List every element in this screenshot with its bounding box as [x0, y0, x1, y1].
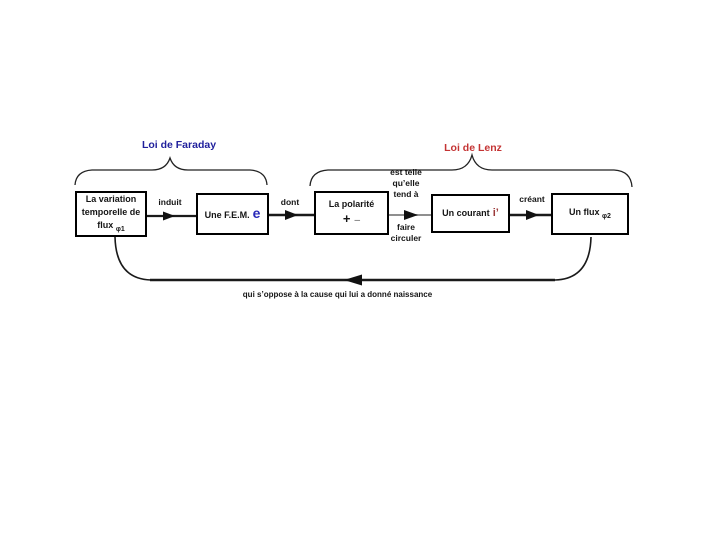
phi1-subscript: φ1 — [115, 225, 125, 233]
edge-label-circuler: circuler — [390, 233, 422, 243]
edge-label-est-telle: est telle — [390, 167, 422, 177]
box-polarite-signs: +– — [343, 211, 360, 228]
lenz-law-title: Loi de Lenz — [444, 142, 502, 154]
edge-label-dont: dont — [280, 197, 300, 207]
box-flux: Un flux φ2 — [551, 193, 629, 235]
arrowhead-creant — [526, 210, 539, 220]
edge-label-creant: créant — [519, 194, 545, 204]
edge-label-induit: induit — [158, 197, 182, 207]
feedback-caption: qui s’oppose à la cause qui lui a donné … — [242, 290, 433, 299]
edge-label-faire-group: faire circuler — [378, 222, 434, 244]
box-polarite-line1: La polarité — [328, 199, 375, 209]
box-variation-flux: La variation temporelle de flux φ1 — [75, 191, 147, 237]
edge-label-tend-a: tend à — [393, 189, 419, 199]
box-flux-text: Un flux φ2 — [569, 206, 611, 220]
box-variation-line2: temporelle de — [81, 206, 141, 217]
faraday-brace — [74, 155, 268, 186]
edge-label-quelle: qu’elle — [392, 178, 420, 188]
box-fem: Une F.E.M.e — [196, 193, 269, 235]
box-variation-line1: La variation — [85, 193, 137, 204]
feedback-curve-left — [114, 236, 152, 281]
feedback-curve-right — [554, 236, 592, 281]
fem-symbol-e: e — [252, 204, 261, 221]
courant-symbol-i: i’ — [492, 207, 499, 219]
plus-sign: + — [342, 211, 351, 226]
box-polarite: La polarité +– — [314, 191, 389, 235]
faraday-law-title: Loi de Faraday — [141, 139, 217, 151]
edge-label-faire: faire — [397, 222, 415, 232]
edge-label-est-telle-group: est telle qu’elle tend à — [378, 167, 434, 200]
lenz-brace — [309, 152, 633, 188]
minus-sign: – — [354, 215, 361, 226]
arrowhead-induit — [163, 211, 175, 221]
box-fem-text: Une F.E.M.e — [204, 204, 261, 221]
arrowhead-dont — [285, 210, 298, 220]
arrowhead-tend-a — [404, 210, 418, 220]
arrowhead-feedback — [344, 274, 362, 286]
box-variation-line3: flux φ1 — [97, 219, 125, 233]
phi2-subscript: φ2 — [602, 212, 611, 220]
